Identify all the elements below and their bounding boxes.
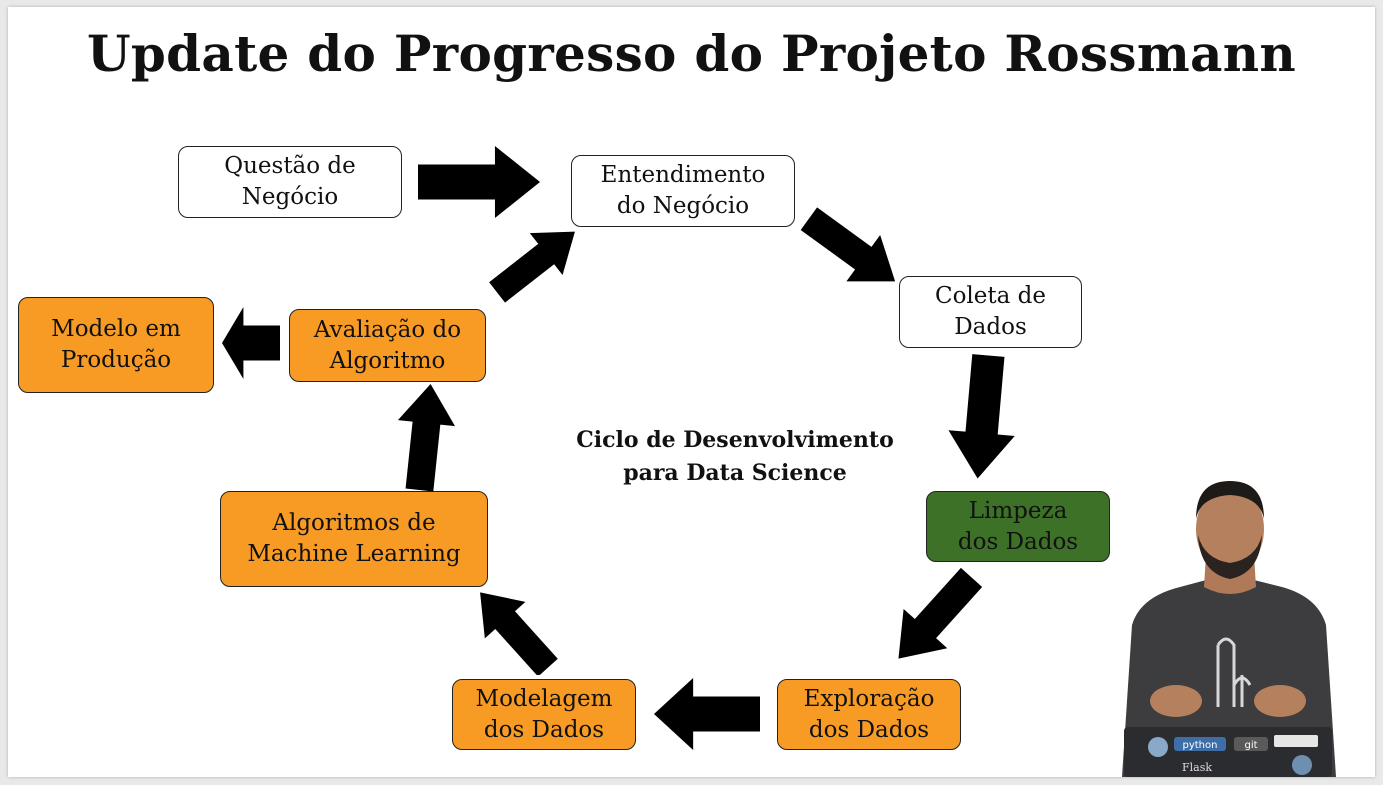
node-questao-de-negocio: Questão de Negócio — [178, 146, 402, 218]
arrow-coleta-to-limpeza — [948, 354, 1015, 479]
arrow-exploracao-to-modelagem — [654, 678, 760, 750]
arrow-algoritmos-to-avaliacao — [397, 383, 455, 492]
arrow-entendimento-to-coleta — [800, 207, 896, 282]
node-exploracao-dos-dados: Exploração dos Dados — [777, 679, 961, 750]
arrow-avaliacao-to-entendimento — [489, 231, 575, 303]
arrow-questao-to-entendimento — [418, 146, 540, 218]
node-avaliacao-do-algoritmo: Avaliação do Algoritmo — [289, 309, 486, 382]
cycle-label: Ciclo de Desenvolvimento para Data Scien… — [576, 427, 894, 486]
node-modelagem-dos-dados: Modelagem dos Dados — [452, 679, 636, 750]
arrow-limpeza-to-exploracao — [898, 568, 983, 659]
presenter-video: python git Flask — [1122, 481, 1336, 777]
node-label: Modelo em Produção — [51, 316, 181, 373]
node-label: Questão de Negócio — [224, 153, 356, 210]
sticker-git: git — [1244, 740, 1257, 751]
node-label: Algoritmos de Machine Learning — [247, 510, 461, 567]
sticker-python: python — [1183, 740, 1218, 751]
node-modelo-em-producao: Modelo em Produção — [18, 297, 214, 393]
node-label: Coleta de Dados — [934, 283, 1046, 340]
node-label: Avaliação do Algoritmo — [313, 316, 462, 374]
arrow-avaliacao-to-producao — [222, 307, 280, 379]
arrow-modelagem-to-algoritmos — [480, 592, 558, 675]
node-label: Entendimento do Negócio — [600, 162, 766, 219]
node-algoritmos-de-machine-learning: Algoritmos de Machine Learning — [220, 491, 488, 587]
node-label: Exploração dos Dados — [803, 685, 935, 743]
node-limpeza-dos-dados: Limpeza dos Dados — [926, 491, 1110, 562]
node-coleta-de-dados: Coleta de Dados — [899, 276, 1082, 348]
slide-title: Update do Progresso do Projeto Rossmann — [86, 24, 1297, 83]
sticker-flask: Flask — [1182, 761, 1212, 774]
node-entendimento-do-negocio: Entendimento do Negócio — [571, 155, 795, 227]
node-label: Modelagem dos Dados — [475, 685, 613, 743]
node-label: Limpeza dos Dados — [957, 497, 1079, 555]
